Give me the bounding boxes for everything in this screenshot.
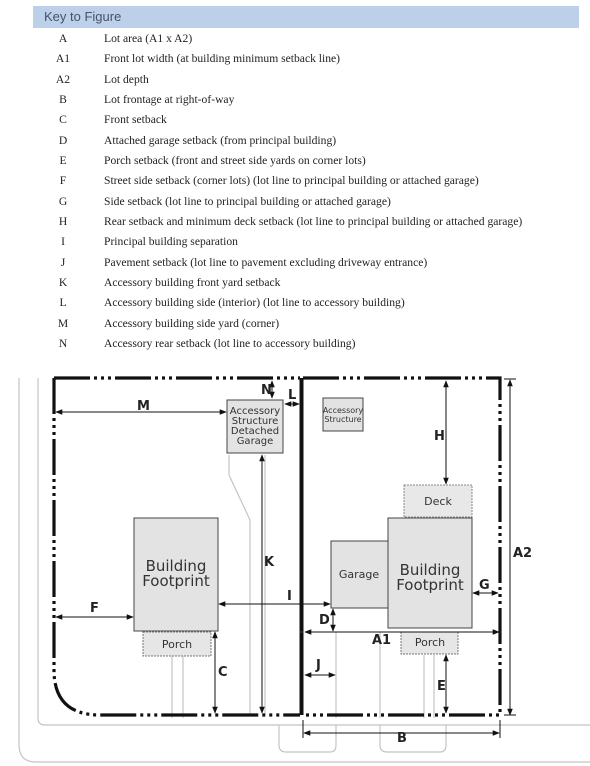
accessory-left-label-2: Structure xyxy=(232,416,279,427)
key-row: F Street side setback (corner lots) (lot … xyxy=(0,171,590,191)
key-description: Accessory building front yard setback xyxy=(104,276,281,290)
key-description: Attached garage setback (from principal … xyxy=(104,133,337,147)
key-description: Street side setback (corner lots) (lot l… xyxy=(104,174,479,188)
sidewalk-lines xyxy=(18,378,590,763)
key-code: N xyxy=(58,337,68,351)
key-row: H Rear setback and minimum deck setback (… xyxy=(0,212,590,232)
key-description: Pavement setback (lot line to pavement e… xyxy=(104,255,428,269)
key-row: L Accessory building side (interior) (lot… xyxy=(0,293,590,313)
lot-diagram: Accessory Structure Detached Garage Buil… xyxy=(18,376,590,763)
key-row: G Side setback (lot line to principal bui… xyxy=(0,192,590,212)
key-code: A1 xyxy=(55,52,71,66)
key-row: A Lot area (A1 x A2) xyxy=(0,29,590,49)
key-row: E Porch setback (front and street side ya… xyxy=(0,151,590,171)
key-code: L xyxy=(59,296,67,310)
key-code: C xyxy=(59,113,67,127)
key-row: J Pavement setback (lot line to pavement … xyxy=(0,253,590,273)
key-code: B xyxy=(59,93,67,107)
key-description: Lot frontage at right-of-way xyxy=(104,93,235,107)
key-description: Front setback xyxy=(104,113,167,127)
accessory-right-label-1: Accessory xyxy=(323,406,364,415)
porch-left-label: Porch xyxy=(162,638,192,651)
key-description: Side setback (lot line to principal buil… xyxy=(104,194,391,208)
key-description: Rear setback and minimum deck setback (l… xyxy=(104,215,523,229)
key-description: Lot area (A1 x A2) xyxy=(104,32,193,45)
dim-label-f: F xyxy=(90,601,99,616)
dim-label-k: K xyxy=(264,555,275,570)
dimension-arrows xyxy=(55,379,513,736)
key-row: A2 Lot depth xyxy=(0,70,590,90)
accessory-structure-right xyxy=(322,397,364,432)
dim-label-e: E xyxy=(437,679,446,694)
key-row: C Front setback xyxy=(0,110,590,130)
key-row: A1 Front lot width (at building minimum s… xyxy=(0,49,590,69)
key-description: Porch setback (front and street side yar… xyxy=(104,154,366,168)
key-code: F xyxy=(59,174,67,188)
accessory-left-label-1: Accessory xyxy=(230,406,280,417)
dim-label-c: C xyxy=(218,665,228,680)
deck xyxy=(403,484,473,518)
key-row: D Attached garage setback (from principal… xyxy=(0,131,590,151)
lot-lines xyxy=(52,376,502,717)
accessory-right-label-2: Structure xyxy=(324,415,361,424)
key-code: K xyxy=(58,276,68,290)
dim-label-h: H xyxy=(434,429,445,444)
building-footprint-left xyxy=(133,517,219,632)
key-description: Principal building separation xyxy=(104,235,238,249)
key-code: A xyxy=(58,32,68,45)
key-description: Accessory rear setback (lot line to acce… xyxy=(104,337,356,351)
key-code: M xyxy=(57,316,69,330)
key-row: K Accessory building front yard setback xyxy=(0,273,590,293)
deck-label: Deck xyxy=(424,495,452,508)
key-code: I xyxy=(61,235,65,249)
dim-label-l: L xyxy=(288,388,296,403)
garage-label: Garage xyxy=(339,568,380,581)
key-row: N Accessory rear setback (lot line to acc… xyxy=(0,334,590,354)
accessory-structure-left xyxy=(226,399,284,454)
dim-label-d: D xyxy=(319,613,330,628)
building-left-label-2: Footprint xyxy=(142,572,210,590)
key-code: D xyxy=(58,133,68,147)
porch-left xyxy=(142,631,212,657)
accessory-left-label-4: Garage xyxy=(237,436,274,447)
building-footprint-right xyxy=(387,517,473,629)
key-row: B Lot frontage at right-of-way xyxy=(0,90,590,110)
key-row: M Accessory building side yard (corner) xyxy=(0,314,590,334)
key-description: Lot depth xyxy=(104,72,149,86)
garage xyxy=(330,540,389,609)
building-right-label-2: Footprint xyxy=(396,576,464,594)
porch-right-label: Porch xyxy=(415,636,445,649)
dim-label-j: J xyxy=(315,658,321,673)
dim-label-a1: A1 xyxy=(372,633,391,648)
key-code: A2 xyxy=(55,72,71,86)
key-code: E xyxy=(59,154,67,168)
key-description: Accessory building side yard (corner) xyxy=(104,316,280,330)
key-description: Front lot width (at building minimum set… xyxy=(104,52,341,66)
dim-label-i: I xyxy=(287,589,292,604)
building-right-label-1: Building xyxy=(400,561,461,579)
key-list: A Lot area (A1 x A2) A1 Front lot width (at… xyxy=(0,29,590,355)
building-left-label-1: Building xyxy=(146,557,207,575)
dim-label-m: M xyxy=(137,399,150,414)
dim-label-g: G xyxy=(479,578,490,593)
dim-label-n: N xyxy=(261,383,272,398)
dim-label-a2: A2 xyxy=(513,546,532,561)
key-description: Accessory building side (interior) (lot … xyxy=(104,296,405,310)
accessory-left-label-3: Detached xyxy=(231,426,279,437)
key-code: H xyxy=(58,215,68,229)
extension-lines xyxy=(302,378,516,738)
key-code: G xyxy=(58,194,68,208)
key-code: J xyxy=(60,255,66,269)
key-header: Key to Figure xyxy=(33,6,579,28)
dim-label-b: B xyxy=(397,731,407,746)
key-row: I Principal building separation xyxy=(0,232,590,252)
